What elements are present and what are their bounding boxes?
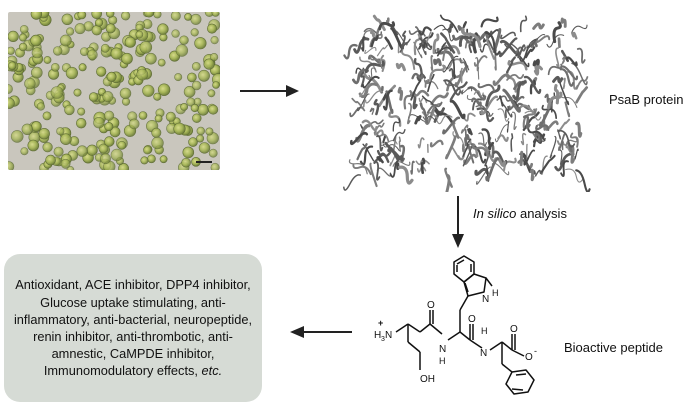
n-plus-charge: + (378, 318, 383, 328)
arrow-left-icon (290, 326, 352, 338)
bioactive-peptide-label: Bioactive peptide (564, 340, 664, 355)
indole-h-label: H (492, 288, 499, 298)
bioactivities-list: Antioxidant, ACE inhibitor, DPP4 inhibit… (13, 277, 253, 379)
carboxyl-o4-label: O (525, 352, 533, 363)
amine-n-label: N (385, 330, 392, 341)
o-minus-charge: - (534, 346, 537, 356)
arrow-down-icon (452, 196, 464, 248)
peptide-structure-diagram: + H 3 N N H N H N H O O O O - OH (374, 255, 537, 395)
amine-subscript-3: 3 (381, 336, 385, 343)
etc-italic-text: etc. (201, 363, 223, 379)
amide-n2-label: N (480, 348, 487, 359)
in-silico-italic-text: In silico (473, 206, 517, 221)
arrow-right-icon (240, 85, 299, 97)
in-silico-analysis-label: In silico analysis (473, 206, 567, 221)
carbonyl-o1-label: O (427, 300, 435, 311)
bioactivities-text: Antioxidant, ACE inhibitor, DPP4 inhibit… (8, 276, 258, 379)
amide-h2-label: H (481, 326, 488, 336)
analysis-text: analysis (516, 206, 567, 221)
microalgae-micrograph-image (8, 12, 220, 170)
amide-h1-label: H (439, 356, 446, 366)
psab-protein-label: PsaB protein (609, 92, 684, 107)
amide-n1-label: N (439, 344, 446, 355)
carbonyl-o2-label: O (468, 314, 476, 325)
carboxyl-o3-label: O (510, 324, 518, 335)
indole-n-label: N (482, 294, 489, 305)
bioactivities-box: Antioxidant, ACE inhibitor, DPP4 inhibit… (4, 254, 262, 402)
psab-protein-structure-image (343, 14, 591, 192)
amine-h-label: H (374, 330, 381, 341)
hydroxyl-label: OH (420, 374, 435, 385)
